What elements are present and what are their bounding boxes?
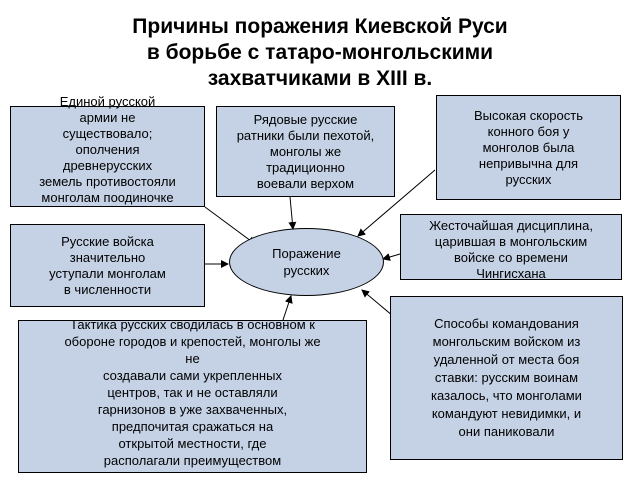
cause-box-speed: Высокая скорость конного боя у монголов … bbox=[436, 95, 621, 200]
cause-text-speed: Высокая скорость конного боя у монголов … bbox=[474, 107, 583, 187]
arrow-no-army bbox=[204, 206, 256, 245]
cause-box-discipline: Жесточайшая дисциплина, царившая в монго… bbox=[400, 214, 622, 281]
cause-box-infantry: Рядовые русские ратники были пехотой, мо… bbox=[216, 106, 395, 197]
arrow-command bbox=[361, 289, 394, 317]
center-node-text: Поражение русских bbox=[272, 246, 341, 278]
arrow-infantry bbox=[288, 196, 297, 230]
cause-text-numbers: Русские войска значительно уступали монг… bbox=[49, 233, 166, 297]
cause-text-tactics: Тактика русских сводилась в основном к о… bbox=[64, 317, 321, 468]
cause-box-no-army: Единой русской армии не существовало; оп… bbox=[10, 94, 205, 207]
cause-text-infantry: Рядовые русские ратники были пехотой, мо… bbox=[236, 111, 375, 191]
cause-box-numbers: Русские войска значительно уступали монг… bbox=[10, 224, 205, 307]
cause-text-discipline: Жесточайшая дисциплина, царившая в монго… bbox=[429, 218, 593, 281]
cause-text-command: Способы командования монгольским войском… bbox=[431, 316, 582, 439]
cause-text-no-army: Единой русской армии не существовало; оп… bbox=[39, 93, 176, 205]
title-line-2: в борьбе с татаро-монгольскими bbox=[146, 41, 494, 64]
title-line-3: захватчиками в XIII в. bbox=[207, 67, 433, 90]
center-node-defeat: Поражение русских bbox=[229, 228, 384, 296]
arrow-speed bbox=[357, 169, 436, 237]
cause-box-tactics: Тактика русских сводилась в основном к о… bbox=[18, 317, 367, 473]
diagram-title: Причины поражения Киевской Руси в борьбе… bbox=[60, 14, 580, 92]
cause-box-command: Способы командования монгольским войском… bbox=[390, 296, 623, 460]
arrow-discipline bbox=[382, 253, 401, 261]
title-line-1: Причины поражения Киевской Руси bbox=[132, 15, 508, 38]
arrow-tactics bbox=[282, 295, 293, 321]
